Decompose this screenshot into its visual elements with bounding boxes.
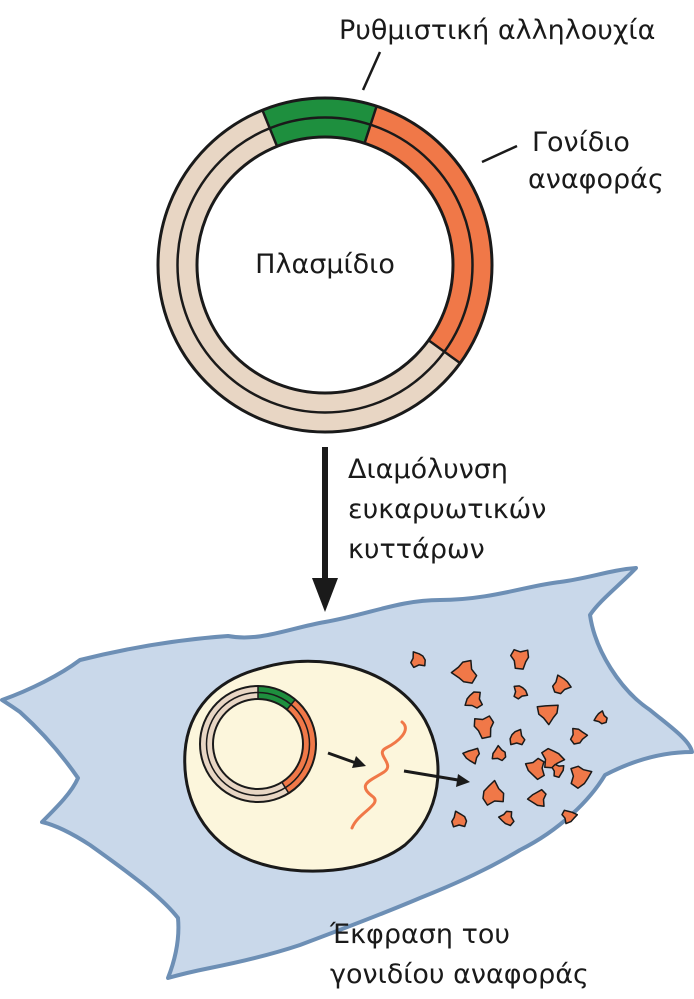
transfection-arrow bbox=[312, 447, 338, 612]
transfection-label-line3: κυττάρων bbox=[348, 533, 485, 566]
regulatory-sequence-label: Ρυθμιστική αλληλουχία bbox=[339, 14, 655, 47]
reporter-leader-line bbox=[482, 146, 517, 162]
regulatory-leader-line bbox=[363, 52, 380, 90]
expression-label-line1: Έκφραση του bbox=[330, 918, 510, 951]
reporter-gene-label-line1: Γονίδιο bbox=[532, 126, 630, 159]
transfection-label-line2: ευκαρυωτικών bbox=[348, 493, 546, 526]
reporter-gene-label-line2: αναφοράς bbox=[528, 163, 664, 196]
transfection-label-line1: Διαμόλυνση bbox=[348, 453, 508, 486]
expression-label-line2: γονιδίου αναφοράς bbox=[330, 958, 589, 991]
plasmid-label: Πλασμίδιο bbox=[225, 248, 425, 281]
plasmid-small bbox=[200, 686, 316, 802]
small-plasmid-inner bbox=[213, 699, 303, 789]
